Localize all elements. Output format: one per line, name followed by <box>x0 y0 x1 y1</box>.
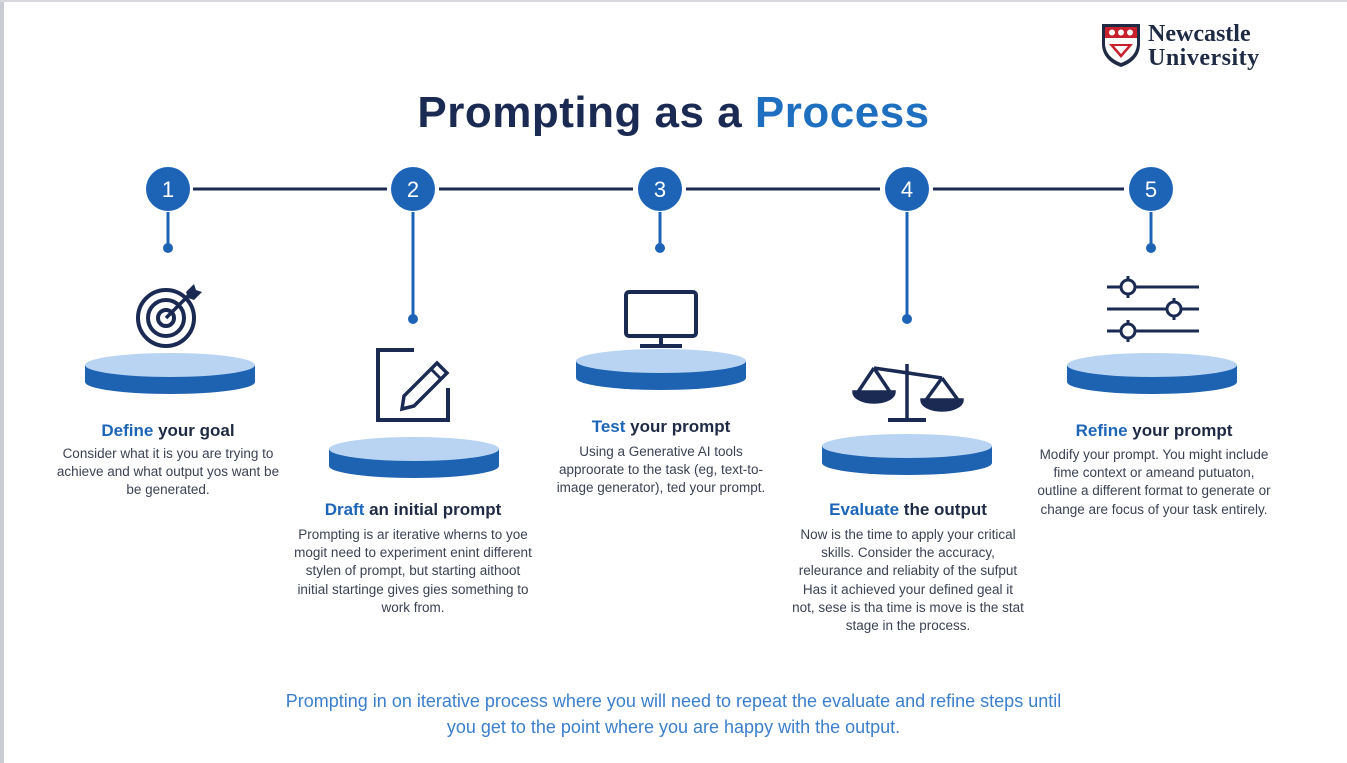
step-number-5: 5 <box>1145 177 1157 202</box>
step-1-title-accent: Define <box>101 421 154 440</box>
window-edge-top <box>0 0 1347 2</box>
step-node-5: 5 <box>1129 167 1173 211</box>
step-number-4: 4 <box>901 177 913 202</box>
step-2-title: Draft an initial prompt <box>283 500 543 520</box>
footer-note: Prompting in on iterative process where … <box>150 688 1197 740</box>
step-number-1: 1 <box>162 177 174 202</box>
step-4-description: Now is the time to apply your critical s… <box>792 527 1024 634</box>
step-2-title-rest: an initial prompt <box>364 500 502 519</box>
step-5-title-rest: your prompt <box>1127 421 1233 440</box>
step-2-title-accent: Draft <box>324 500 365 519</box>
step-number-3: 3 <box>654 177 666 202</box>
step-4-title: Evaluate the output <box>778 500 1038 520</box>
step-node-1: 1 <box>146 167 190 211</box>
step-1-description: Consider what it is you are trying to ac… <box>56 446 280 498</box>
window-edge-left <box>0 0 4 763</box>
step-4-title-rest: the output <box>899 500 987 519</box>
newcastle-university-logo: Newcastle University <box>1100 22 1260 70</box>
step-5-description: Modify your prompt. You might include fi… <box>1037 447 1271 517</box>
logo-line-2: University <box>1148 45 1260 71</box>
step-5-title: Refine your prompt <box>1024 421 1284 441</box>
scales-icon <box>852 364 964 422</box>
podium-disc-5 <box>1067 353 1237 394</box>
step-node-2: 2 <box>391 167 435 211</box>
title-part-1: Prompting as a <box>417 88 755 137</box>
step-node-3: 3 <box>638 167 682 211</box>
edit-icon <box>376 348 450 422</box>
stem-end-dots <box>163 243 1156 324</box>
step-node-4: 4 <box>885 167 929 211</box>
university-crest-icon <box>1102 24 1140 67</box>
step-3-title-rest: your prompt <box>625 417 731 436</box>
step-1-title-rest: your goal <box>153 421 235 440</box>
page-title: Prompting as a Process <box>0 88 1347 138</box>
step-5-title-accent: Refine <box>1075 421 1128 440</box>
monitor-icon <box>624 290 698 348</box>
title-part-2: Process <box>754 88 930 137</box>
logo-line-1: Newcastle <box>1148 21 1251 47</box>
step-3-description: Using a Generative AI tools approorate t… <box>556 444 766 496</box>
podium-disc-1 <box>85 353 255 394</box>
step-number-2: 2 <box>407 177 419 202</box>
target-icon <box>136 284 202 348</box>
podium-disc-4 <box>822 434 992 475</box>
footer-line-1: Prompting in on iterative process where … <box>285 691 1062 711</box>
settings-sliders-icon <box>1107 276 1199 342</box>
step-2-description: Prompting is ar iterative wherns to yoe … <box>294 527 532 615</box>
step-stems <box>166 212 1153 318</box>
podium-disc-3 <box>576 349 746 390</box>
footer-line-2: you get to the point where you are happy… <box>446 717 901 737</box>
step-3-title-accent: Test <box>591 417 626 436</box>
step-3-title: Test your prompt <box>531 417 791 437</box>
step-1-title: Define your goal <box>38 421 298 441</box>
step-4-title-accent: Evaluate <box>829 500 900 519</box>
podium-disc-2 <box>329 437 499 478</box>
